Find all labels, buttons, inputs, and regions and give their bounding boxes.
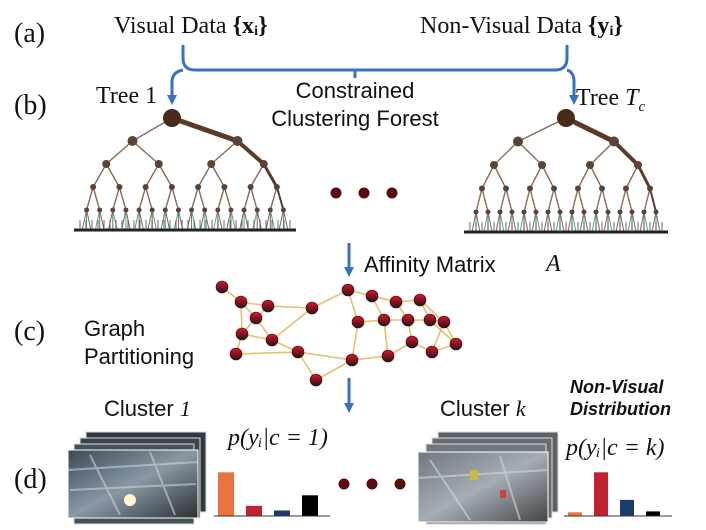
cluster-ellipsis (338, 478, 406, 490)
tree-tc-label: Tree Tc (576, 85, 646, 115)
section-label-d: (d) (14, 464, 47, 495)
cluster-k-probability: p(yᵢ|c = k) (566, 435, 665, 461)
section-label-a: (a) (14, 18, 46, 49)
cluster-1-histogram (214, 472, 330, 517)
nonvisual-distribution-title: Non-Visual Distribution (570, 377, 671, 419)
cluster-k-histogram-bar-4 (646, 511, 660, 516)
affinity-graph (215, 280, 463, 387)
cluster-1-histogram-bar-4 (302, 495, 318, 516)
tree-1-label: Tree 1 (96, 83, 158, 109)
forest-title: Constrained Clustering Forest (271, 78, 439, 131)
cluster-1-histogram-bar-1 (218, 472, 234, 516)
tree-1-graphic (74, 109, 296, 232)
cluster-1-label: Cluster 1 (104, 396, 191, 421)
cluster-k-image-stack (417, 431, 559, 525)
cluster-1-histogram-bar-2 (246, 505, 262, 516)
tree-tc-graphic (464, 109, 668, 234)
merge-brace (167, 45, 579, 105)
visual-data-math: {xᵢ} (232, 13, 268, 39)
forest-ellipsis (330, 187, 398, 199)
cluster-k-histogram-bar-2 (594, 472, 608, 516)
cluster-k-histogram (564, 472, 672, 517)
cluster-k-histogram-bar-1 (568, 512, 582, 516)
graph-partitioning-label: Graph Partitioning (84, 316, 195, 369)
section-label-c: (c) (14, 316, 46, 347)
cluster-1-image-stack (67, 431, 207, 525)
affinity-matrix-label: Affinity Matrix (364, 252, 496, 277)
visual-data-label: Visual Data {xᵢ} (114, 13, 268, 39)
section-label-b: (b) (14, 90, 47, 121)
nonvisual-data-label: Non-Visual Data {yᵢ} (420, 13, 624, 39)
cluster-k-label: Cluster k (440, 396, 526, 421)
cluster-k-histogram-bar-3 (620, 499, 634, 516)
cluster-1-histogram-bar-3 (274, 510, 290, 516)
cluster-1-probability: p(yᵢ|c = 1) (228, 425, 328, 451)
affinity-matrix-symbol: A (546, 251, 561, 277)
nonvisual-data-math: {yᵢ} (587, 13, 624, 39)
